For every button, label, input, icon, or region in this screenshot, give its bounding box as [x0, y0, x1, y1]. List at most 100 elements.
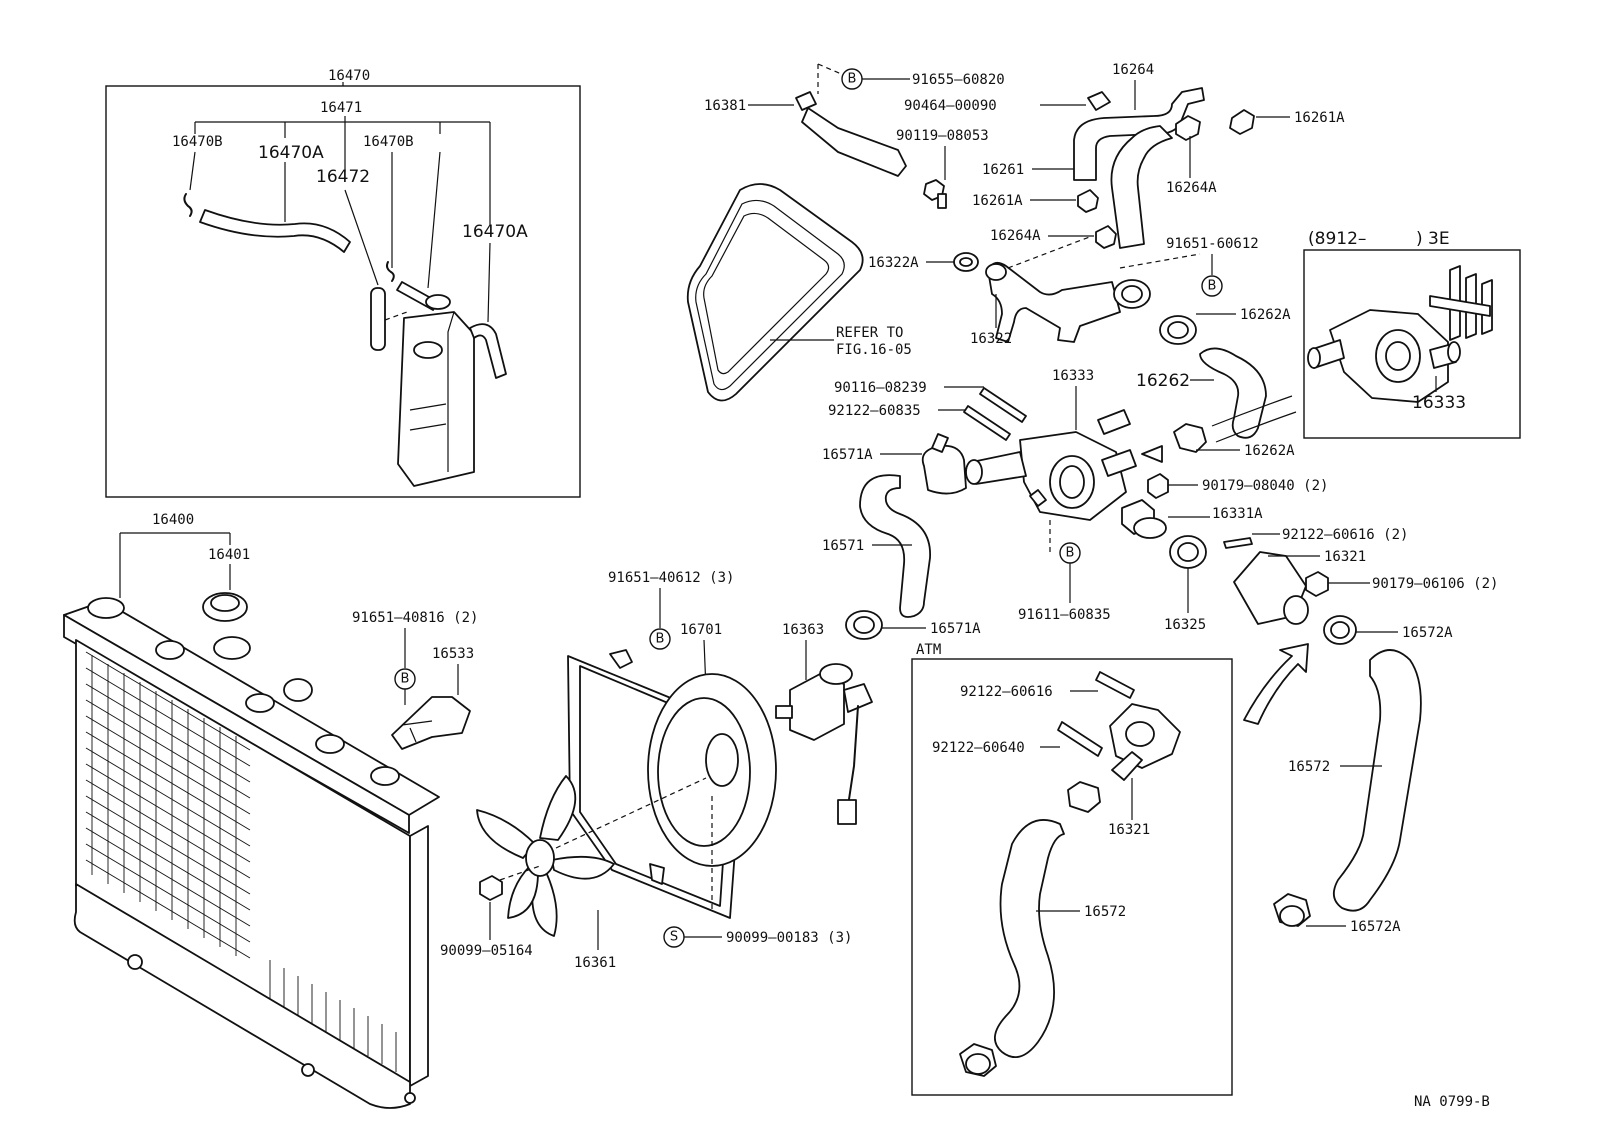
hose-clamp-16571a-top	[921, 444, 967, 495]
cooling-fan	[476, 775, 615, 937]
atm-box-group: ATM 92122–60616 92122–60640 16321 16572	[911, 642, 1233, 1096]
fan-hub	[525, 839, 555, 877]
radiator-filler-neck	[213, 636, 251, 660]
water-hose-16262	[1199, 347, 1267, 439]
label-16470b-left: 16470B	[172, 134, 223, 150]
label-91611-60835: 91611–60835	[1018, 607, 1111, 623]
label-90179-06106: 90179–06106 (2)	[1372, 576, 1498, 592]
fin-row	[85, 683, 251, 783]
reservoir-cap	[425, 294, 451, 310]
water-hose-16572-right	[1332, 649, 1422, 912]
label-91655-60820: 91655–60820	[912, 72, 1005, 88]
label-16470a-left: 16470A	[258, 143, 324, 163]
bypass-hoses-group: 16264 90464–00090 90119–08053 16261 1626…	[896, 62, 1345, 249]
label-16470b-right: 16470B	[363, 134, 414, 150]
label-16572-atm: 16572	[1084, 904, 1126, 920]
stud-92122-60835	[963, 405, 1011, 441]
label-16533: 16533	[432, 646, 474, 662]
label-16701: 16701	[680, 622, 722, 638]
bracket-16533-group: 91651–40816 (2) 16533 B	[352, 610, 478, 750]
clamp-90464	[1087, 91, 1111, 111]
fin-row	[85, 779, 251, 879]
fan-motor-connector	[837, 799, 857, 825]
fin-row	[85, 747, 251, 847]
label-16333: 16333	[1052, 368, 1094, 384]
label-inset-code: ) 3E	[1416, 229, 1450, 249]
fin-row	[85, 651, 251, 751]
water-inlet-nipple	[1097, 409, 1131, 435]
flow-arrow-small	[1141, 445, 1163, 463]
label-16571: 16571	[822, 538, 864, 554]
stud-atm-60640	[1057, 721, 1103, 757]
label-92122-60616-2: 92122–60616 (2)	[1282, 527, 1408, 543]
svg-text:B: B	[848, 72, 857, 87]
nut-90179-06106	[1305, 571, 1329, 597]
label-16264a-upper: 16264A	[1166, 180, 1217, 196]
fin-row	[85, 763, 251, 863]
label-16261a-lower: 16261A	[972, 193, 1023, 209]
fan-motor-group: 16363	[775, 622, 873, 825]
fin-row	[85, 667, 251, 767]
fin-row	[85, 843, 251, 943]
radiator-lower-tank	[73, 883, 411, 1109]
label-16262a-upper: 16262A	[1240, 307, 1291, 323]
label-16361: 16361	[574, 955, 616, 971]
fin-row	[85, 859, 251, 959]
clip-16470b-right	[386, 261, 395, 282]
label-16572-right: 16572	[1288, 759, 1330, 775]
label-16322: 16322	[970, 331, 1012, 347]
clip-16470b-left	[183, 193, 193, 217]
label-refer-to: REFER TO	[836, 325, 903, 341]
label-92122-60616: 92122–60616	[960, 684, 1053, 700]
drive-belt	[686, 183, 864, 402]
label-16262a-lower: 16262A	[1244, 443, 1295, 459]
label-16381: 16381	[704, 98, 746, 114]
label-16321-atm: 16321	[1108, 822, 1150, 838]
fan-shroud-group: 91651–40612 (3) B 16701 90099–05164 1	[440, 570, 852, 971]
nut-90179-08040	[1147, 473, 1169, 499]
fin-row	[85, 811, 251, 911]
bracket-16381	[801, 107, 907, 177]
label-16401: 16401	[208, 547, 250, 563]
label-91651-40612: 91651–40612 (3)	[608, 570, 734, 586]
flow-arrow-large	[1243, 643, 1309, 725]
fan-motor-wire	[847, 705, 859, 807]
inset-frame	[1303, 249, 1521, 439]
label-92122-60640: 92122–60640	[932, 740, 1025, 756]
clamp-16262a-lower	[1173, 423, 1207, 453]
label-16261: 16261	[982, 162, 1024, 178]
label-92122-60835: 92122–60835	[828, 403, 921, 419]
label-16264a-lower: 16264A	[990, 228, 1041, 244]
mark-b-text: B	[401, 672, 410, 687]
svg-text:B: B	[1066, 546, 1075, 561]
bypass-hose-16264	[1110, 125, 1173, 249]
label-16363: 16363	[782, 622, 824, 638]
radiator-core-fins	[85, 651, 397, 1072]
clamp-atm-upper	[1067, 781, 1101, 813]
label-inset-range: (8912–	[1308, 229, 1366, 249]
label-16572a-upper: 16572A	[1402, 625, 1453, 641]
label-16321-main: 16321	[1324, 549, 1366, 565]
fan-nut	[479, 875, 503, 901]
clamp-16264a-upper	[1175, 115, 1201, 141]
svg-text:B: B	[1208, 279, 1217, 294]
mark-b-shroud	[649, 628, 671, 650]
fin-row	[85, 715, 251, 815]
label-16261a-upper: 16261A	[1294, 110, 1345, 126]
radiator-assembly-group: 16400 16401	[63, 512, 440, 1109]
label-16571a-bottom: 16571A	[930, 621, 981, 637]
water-outlet-group: 16322A 16322 91651-60612 B 16262A 16262 …	[868, 235, 1297, 459]
fin-row	[85, 699, 251, 799]
fan-motor-hub	[705, 733, 739, 787]
label-16470: 16470	[328, 68, 370, 84]
reservoir-assembly-group: 16470 16471 16470B 16470A 16470B 16472 1…	[105, 68, 581, 498]
label-16571a-top: 16571A	[822, 447, 873, 463]
label-90119-08053: 90119–08053	[896, 128, 989, 144]
water-inlet-housing-group: 90116–08239 92122–60835 16333 B 91611–60…	[828, 368, 1498, 725]
label-16471: 16471	[320, 100, 362, 116]
overflow-hose	[199, 209, 351, 253]
fan-motor-shaft	[775, 705, 793, 719]
label-90179-08040: 90179–08040 (2)	[1202, 478, 1328, 494]
reservoir-outlet-hose	[469, 323, 507, 379]
label-16262: 16262	[1136, 371, 1190, 391]
